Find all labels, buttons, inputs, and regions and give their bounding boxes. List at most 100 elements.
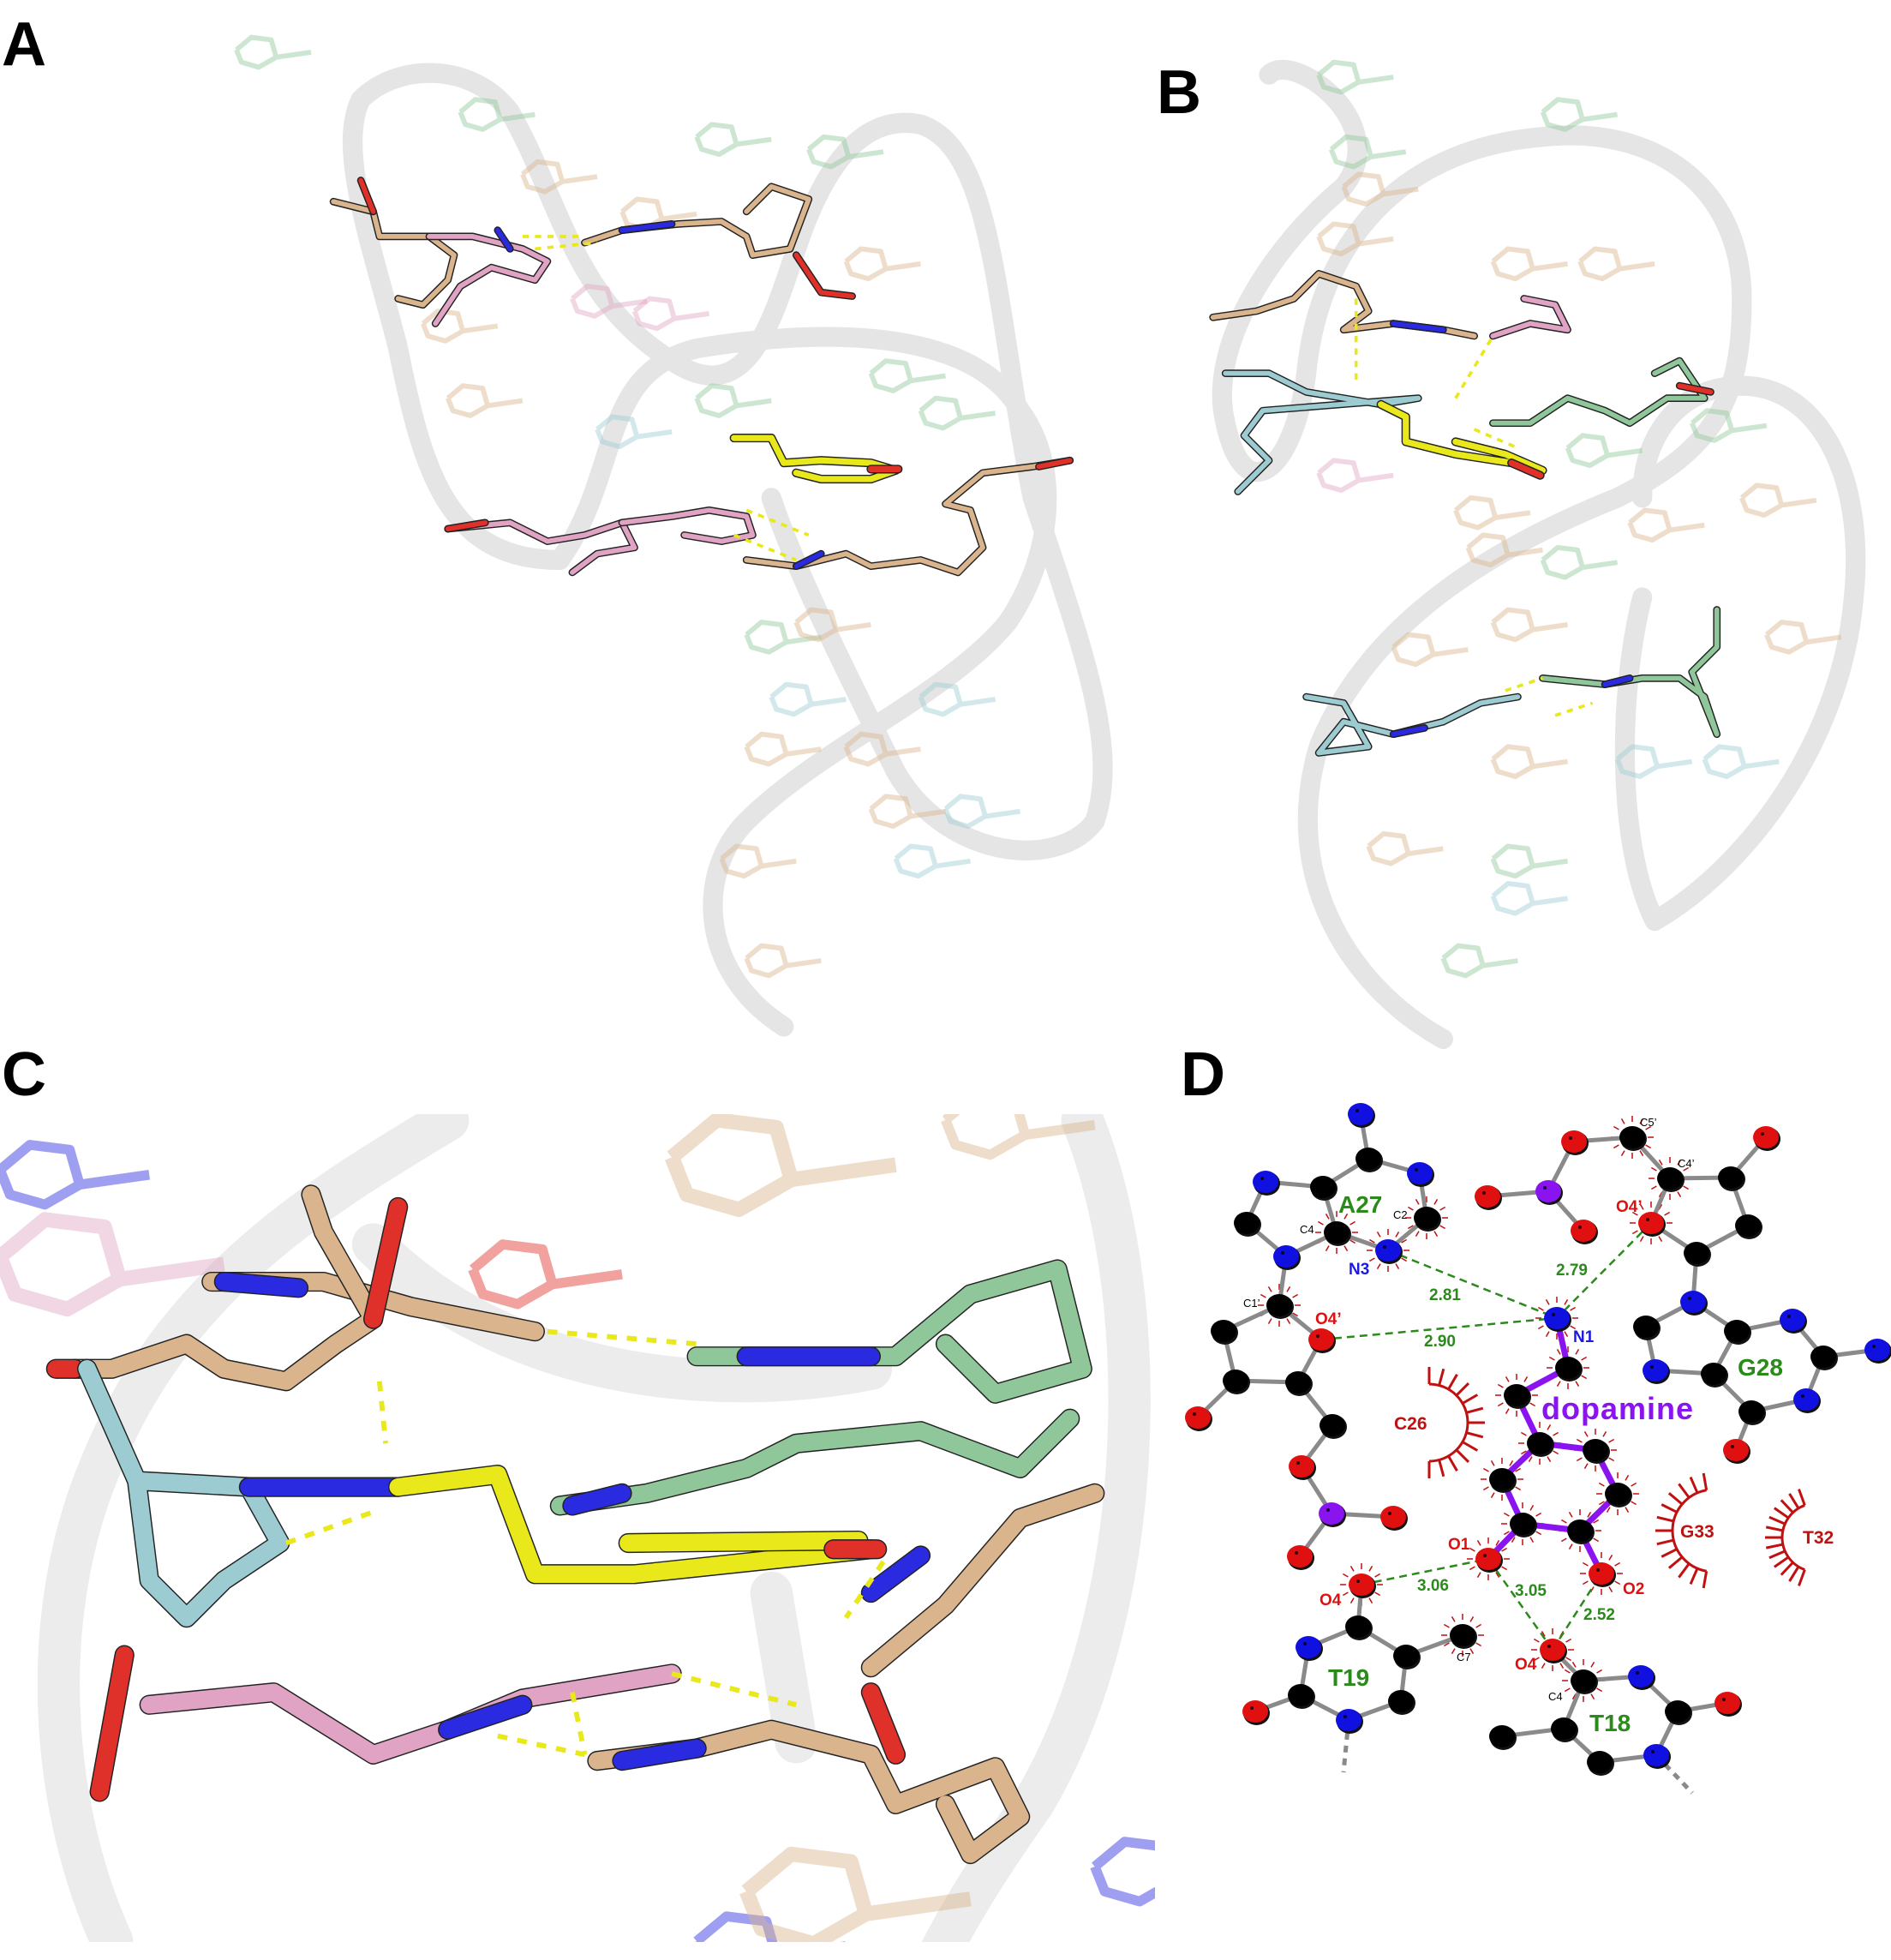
base-nitrogen: [563, 1484, 631, 1515]
panel-b-stick-models: [1209, 270, 1721, 757]
atom-t18-c2: [1665, 1700, 1691, 1723]
faded-nucleotide: [893, 843, 971, 879]
atom-highlight: [1497, 1474, 1500, 1477]
panel-b-rna-structure: B: [1157, 58, 1866, 1050]
panel-a-label: A: [2, 10, 46, 79]
ligand-oxygen: [1508, 459, 1544, 479]
atom-a-o4: [1308, 1328, 1334, 1351]
atom-g-p: [1535, 1180, 1561, 1202]
ligand-dopamine-sticks: [1378, 401, 1547, 474]
hbond-distance-6: 2.52: [1583, 1606, 1615, 1624]
atom-g-o6: [1723, 1439, 1749, 1461]
hydrogen-bond-dash: [535, 241, 598, 251]
residue-label-t18: T18: [1589, 1710, 1631, 1736]
faded-nucleotide: [1540, 97, 1619, 132]
atom-g-c3p: [1718, 1166, 1744, 1189]
atom-highlight: [1396, 1696, 1399, 1699]
atom-highlight: [1650, 1365, 1654, 1369]
residue-label-g28: G28: [1738, 1354, 1783, 1381]
panel-b-backbone-tubes: [1212, 59, 1866, 1050]
atom-label-a27-c1p: C1’: [1243, 1297, 1260, 1310]
atom-d-o2: [1589, 1562, 1614, 1585]
faded-nucleotide: [1490, 607, 1568, 643]
atom-highlight: [1483, 1554, 1487, 1557]
nucleotide-sticks: [619, 507, 756, 544]
faded-nucleotide: [769, 681, 847, 717]
atom-highlight: [1363, 1154, 1367, 1157]
faded-nucleotide: [1453, 494, 1531, 530]
hydrogen-bonds: [1320, 1222, 1652, 1651]
atom-highlight: [1746, 1406, 1750, 1410]
atom-highlight: [1552, 1313, 1555, 1316]
faded-nucleotide: [1366, 830, 1444, 866]
atom-t18-o2: [1714, 1692, 1740, 1714]
nucleotide-sticks: [582, 183, 811, 258]
panel-c-stick-models: [45, 1184, 1105, 1865]
atom-t19-o4: [1349, 1573, 1374, 1596]
phosphate-oxygen: [1677, 383, 1714, 395]
base-nitrogen: [1391, 321, 1446, 333]
atom-t19-c2: [1288, 1684, 1314, 1706]
oxygen-stick: [862, 1683, 905, 1764]
atom-highlight: [1732, 1326, 1735, 1329]
atom-highlight: [1590, 1445, 1594, 1448]
sugar-oxygen: [793, 252, 855, 299]
faded-nucleotide: [468, 1239, 623, 1310]
faded-nucleotide: [843, 731, 921, 767]
atom-g-n3: [1780, 1309, 1805, 1331]
atom-t19-n3: [1296, 1636, 1321, 1658]
faded-nucleotide: [806, 134, 884, 170]
atom-highlight: [1327, 1420, 1331, 1424]
atom-label-a27-o4p: O4’: [1315, 1310, 1342, 1328]
faded-nucleotide: [1490, 843, 1568, 879]
hydrogen-bond-dash: [284, 1509, 374, 1546]
hydrophobic-t32-spokes: [1765, 1489, 1806, 1586]
faded-nucleotide: [664, 1114, 897, 1218]
faded-nucleotide: [520, 159, 598, 195]
atom-d-n1: [1544, 1307, 1570, 1329]
faded-nucleotide: [458, 97, 536, 132]
atoms: [1185, 1103, 1891, 1776]
faded-nucleotide: [744, 731, 822, 767]
atom-highlight: [1457, 1630, 1461, 1633]
atom-highlight: [1578, 1675, 1582, 1679]
atom-highlight: [1250, 1706, 1254, 1710]
atom-highlight: [1511, 1390, 1515, 1394]
atom-t18-c5: [1551, 1717, 1577, 1740]
panel-a-rna-structure: A: [2, 10, 1113, 1037]
hydrogen-bond-dash: [1473, 428, 1519, 450]
hydrogen-bond-dash: [497, 1733, 586, 1758]
faded-nucleotide: [1565, 433, 1643, 468]
atom-a-c4: [1324, 1221, 1349, 1244]
hbond-distance-2: 2.90: [1424, 1333, 1456, 1351]
base-nitrogen: [613, 1739, 706, 1770]
hbond-distance-1: 2.81: [1429, 1286, 1461, 1304]
panel-c-backbone-tubes: [37, 1114, 1151, 1942]
atom-highlight: [1355, 1109, 1359, 1112]
atom-g-n7: [1643, 1359, 1668, 1382]
residue-label-t19: T19: [1328, 1664, 1369, 1691]
faded-nucleotide: [1490, 744, 1568, 779]
atom-g-o5: [1561, 1130, 1587, 1153]
atom-highlight: [1641, 1322, 1644, 1325]
phosphate-oxygen: [1036, 458, 1073, 470]
atom-g-c5p: [1619, 1126, 1645, 1148]
hydrophobic-c26-arc: [1428, 1382, 1469, 1463]
atom-a-c8: [1234, 1212, 1260, 1234]
hydrogen-bond-dash: [745, 508, 810, 537]
nucleotide-sticks: [1490, 296, 1571, 339]
atom-d-o1: [1475, 1548, 1501, 1570]
atom-highlight: [1517, 1519, 1521, 1522]
atom-label-dopamine-n1: N1: [1573, 1328, 1595, 1346]
faded-nucleotide: [1490, 246, 1568, 282]
faded-nucleotide: [793, 607, 871, 643]
atom-d-cb: [1504, 1384, 1529, 1406]
residue-label-a27: A27: [1338, 1191, 1382, 1218]
panel-a-backbone-tubes: [342, 63, 1113, 1037]
atom-d-ca: [1555, 1357, 1581, 1379]
atom-highlight: [1651, 1750, 1655, 1753]
atom-highlight: [1260, 1177, 1264, 1180]
faded-nucleotide: [1316, 59, 1394, 95]
atom-g-op1: [1475, 1185, 1500, 1208]
faded-nucleotide: [918, 681, 996, 717]
